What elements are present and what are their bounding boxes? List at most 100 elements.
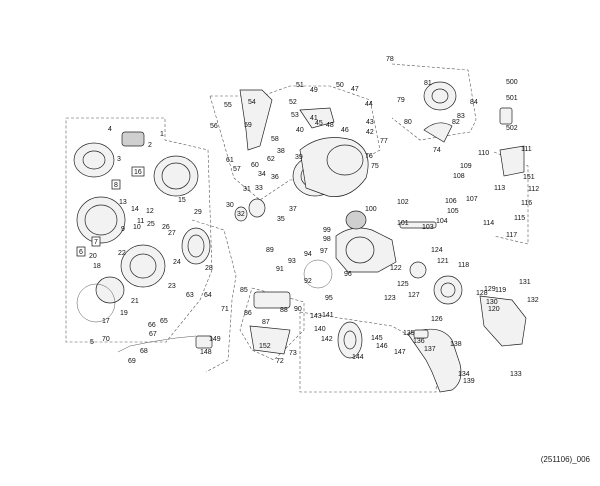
callout-136: 136 [413,338,425,345]
bail-and-oscillation-parts [117,89,335,355]
callout-123: 123 [384,295,396,302]
callout-23: 23 [168,283,176,290]
callout-18: 18 [93,263,101,270]
callout-14: 14 [131,206,139,213]
callout-46: 46 [341,127,349,134]
callout-113: 113 [494,185,505,192]
side-cover-assembly [423,81,525,177]
callout-143: 143 [310,313,322,320]
callout-109: 109 [460,163,472,170]
callout-130: 130 [486,299,498,306]
boxed-callout-6: 6 [76,246,86,257]
callout-101: 101 [397,220,409,227]
callout-38: 38 [277,148,285,155]
callout-35: 35 [277,216,285,223]
callout-61: 61 [226,157,234,164]
callout-501: 501 [506,95,518,102]
callout-57: 57 [233,166,241,173]
callout-15: 15 [178,197,186,204]
boxed-callout-8: 8 [111,179,121,190]
callout-5: 5 [90,339,94,346]
callout-59: 59 [244,122,252,129]
svg-text:6: 6 [79,249,83,256]
callout-3: 3 [117,156,121,163]
callout-112: 112 [528,186,539,193]
callout-142: 142 [321,336,333,343]
boxed-callout-7: 7 [91,236,101,247]
callout-39: 39 [295,154,303,161]
callout-63: 63 [186,292,194,299]
boxed-callout-16: 16 [131,166,145,177]
callout-93: 93 [288,258,296,265]
boxed-callout-labels: 8 16 7 6 [76,166,145,257]
callout-17: 17 [102,318,110,325]
callout-96: 96 [344,271,352,278]
callout-60: 60 [251,162,259,169]
callout-64: 64 [204,292,212,299]
callout-62: 62 [267,156,275,163]
callout-53: 53 [291,112,299,119]
callout-104: 104 [436,218,448,225]
callout-148: 148 [200,349,212,356]
callout-65: 65 [160,318,168,325]
callout-48: 48 [326,122,334,129]
callout-29: 29 [194,209,202,216]
callout-110: 110 [478,150,489,157]
callout-1: 1 [160,131,164,138]
callout-81: 81 [424,80,432,87]
callout-82: 82 [452,119,460,126]
callout-70: 70 [102,336,110,343]
diagram-reference-code: (251106)_006 [540,455,590,464]
callout-74: 74 [433,147,441,154]
callout-13: 13 [119,199,127,206]
callout-100: 100 [365,206,377,213]
rotor-assembly [234,137,369,222]
callout-124: 124 [431,247,443,254]
callout-40: 40 [296,127,304,134]
callout-47: 47 [351,86,359,93]
callout-132: 132 [527,297,539,304]
callout-21: 21 [131,298,139,305]
callout-134: 134 [458,371,470,378]
callout-122: 122 [390,265,402,272]
callout-144: 144 [352,354,364,361]
callout-151: 151 [523,174,535,181]
callout-22: 22 [118,250,126,257]
callout-128: 128 [476,290,488,297]
callout-126: 126 [431,316,443,323]
callout-44: 44 [365,101,373,108]
callout-146: 146 [376,343,388,350]
callout-54: 54 [248,99,256,106]
callout-108: 108 [453,173,465,180]
callout-58: 58 [271,136,279,143]
callout-115: 115 [514,215,525,222]
callout-33: 33 [255,185,263,192]
callout-84: 84 [470,99,478,106]
callout-91: 91 [276,266,284,273]
callout-141: 141 [322,312,334,319]
callout-32: 32 [237,211,245,218]
callout-103: 103 [422,224,434,231]
callout-129: 129 [484,286,496,293]
callout-66: 66 [148,322,156,329]
callout-120: 120 [488,306,500,313]
callout-86: 86 [244,310,252,317]
callout-138: 138 [450,341,462,348]
callout-71: 71 [221,306,229,313]
callout-10: 10 [133,224,141,231]
callout-133: 133 [510,371,522,378]
callout-28: 28 [205,265,213,272]
callout-85: 85 [240,287,248,294]
callout-135: 135 [403,330,415,337]
callout-94: 94 [304,251,312,258]
callout-119: 119 [495,287,506,294]
callout-114: 114 [483,220,494,227]
callout-26: 26 [162,224,170,231]
callout-92: 92 [304,278,312,285]
callout-49: 49 [310,87,318,94]
callout-149: 149 [209,336,221,343]
callout-140: 140 [314,326,326,333]
callout-147: 147 [394,349,406,356]
